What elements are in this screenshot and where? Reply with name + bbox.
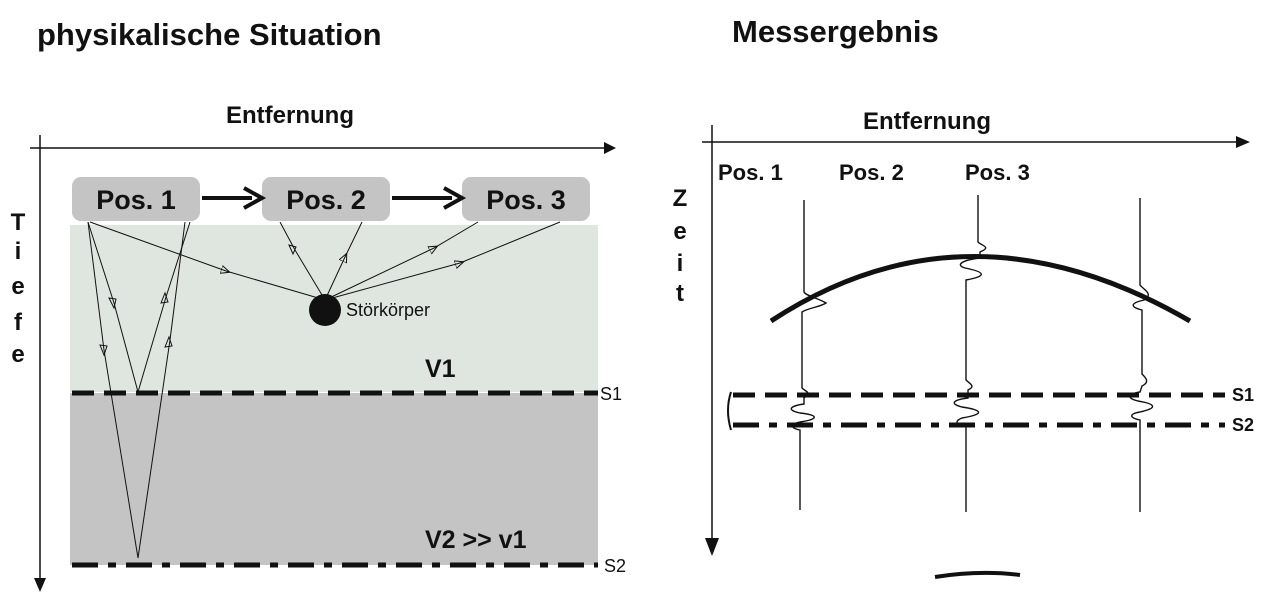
diffraction-rays	[89, 221, 561, 301]
svg-text:Z: Z	[673, 185, 688, 212]
right-pos-2-label: Pos. 2	[839, 160, 904, 185]
svg-text:T: T	[11, 209, 26, 236]
stoerkoerper-label: Störkörper	[346, 300, 430, 320]
svg-text:i: i	[15, 238, 22, 265]
pos-box-2: Pos. 2	[262, 177, 390, 221]
svg-text:i: i	[677, 250, 684, 277]
svg-text:Pos. 2: Pos. 2	[286, 185, 366, 215]
boundary-s2-left-label: S2	[604, 556, 626, 576]
right-pos-3-label: Pos. 3	[965, 160, 1030, 185]
svg-text:t: t	[676, 280, 684, 307]
right-pos-1-label: Pos. 1	[718, 160, 783, 185]
bottom-arc	[934, 570, 1021, 579]
left-title: physikalische Situation	[37, 17, 382, 52]
trace-pos-1	[790, 200, 828, 510]
trace-pos-2	[953, 195, 987, 512]
stoerkoerper-object	[309, 294, 341, 326]
pos-box-1: Pos. 1	[72, 177, 200, 221]
boundary-s2-right-label: S2	[1232, 415, 1254, 435]
left-x-axis-arrow	[604, 142, 616, 154]
edge-mark	[727, 391, 732, 431]
move-arrow-1-2-head	[243, 186, 267, 210]
layer-v2-label: V2 >> v1	[425, 526, 527, 554]
boundary-s1-right-label: S1	[1232, 385, 1254, 405]
svg-text:e: e	[673, 218, 686, 245]
diffraction-hyperbola	[769, 254, 1192, 324]
right-x-axis-label: Entfernung	[863, 108, 991, 135]
right-y-axis-arrow	[705, 538, 719, 556]
reflection-ray-arrows	[99, 291, 173, 357]
boundary-s1-left-label: S1	[600, 384, 622, 404]
svg-text:Pos. 1: Pos. 1	[96, 185, 176, 215]
layer-v1-label: V1	[425, 355, 456, 383]
trace-pos-3	[1129, 198, 1154, 512]
ray-arrow	[288, 244, 297, 256]
right-y-axis-label: Z e i t	[673, 185, 688, 307]
svg-text:f: f	[14, 309, 23, 336]
svg-text:e: e	[11, 273, 24, 300]
svg-text:Pos. 3: Pos. 3	[486, 185, 566, 215]
pos-box-3: Pos. 3	[462, 177, 590, 221]
svg-text:e: e	[11, 341, 24, 368]
left-x-axis-label: Entfernung	[226, 102, 354, 129]
left-y-axis-label: T i e f e	[11, 209, 26, 368]
move-arrow-2-3-head	[443, 186, 467, 210]
right-x-axis-arrow	[1236, 136, 1250, 148]
right-title: Messergebnis	[732, 14, 939, 49]
left-y-axis-arrow	[34, 578, 46, 592]
